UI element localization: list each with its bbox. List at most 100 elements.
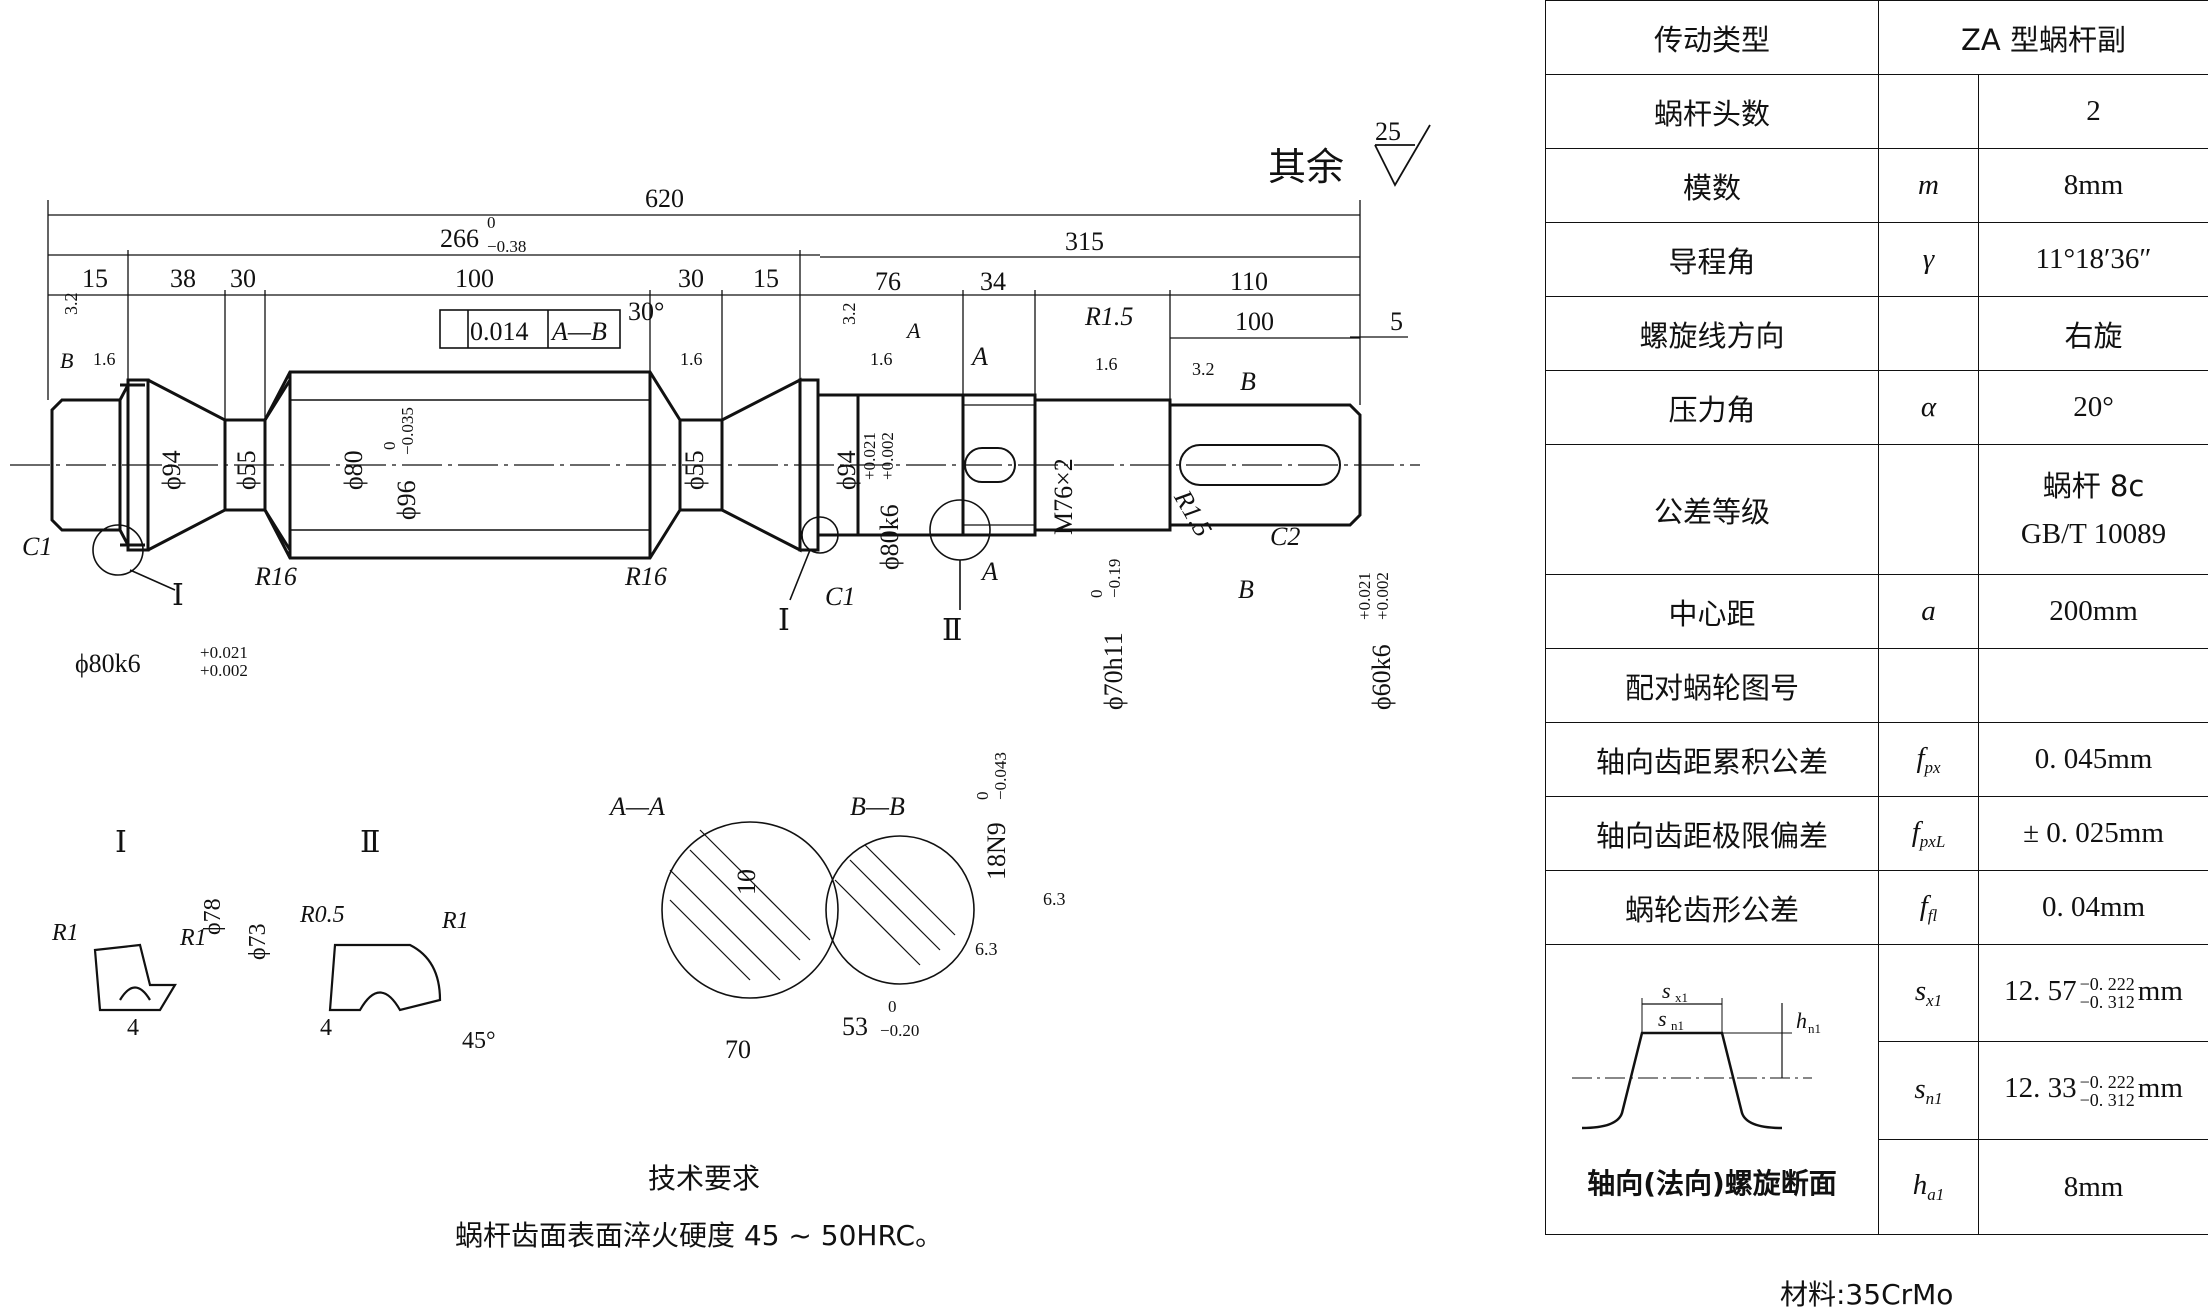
dim-phi80k6a: ϕ80k6 [75, 649, 141, 678]
row-value-ffl: 0. 04mm [1978, 870, 2208, 945]
chamfer-c2: C2 [1270, 522, 1300, 551]
dim-15b: 15 [753, 264, 779, 293]
fillet-r15a: R1.5 [1084, 302, 1133, 331]
row-symbol-module: m [1878, 148, 1979, 223]
sx1-unit: mm [2137, 974, 2183, 1007]
sn1-num: 12. 33 [2004, 1072, 2077, 1105]
requirements-title: 技术要求 [648, 1162, 760, 1195]
row-symbol-fpx: fpx [1878, 722, 1979, 797]
row-label-type: 传动类型 [1545, 0, 1879, 75]
sx1-lo: −0. 312 [2079, 992, 2135, 1013]
tolerance-frame [439, 309, 621, 349]
sn1-tol: −0. 222−0. 312 [2080, 1073, 2135, 1109]
chamfer-c1a: C1 [22, 532, 52, 561]
chamfer-c1b: C1 [825, 582, 855, 611]
profile-cell: s x1 s n1 h n1 轴向(法向)螺旋断面 [1545, 944, 1879, 1235]
row-value-module: 8mm [1978, 148, 2208, 223]
profile-caption: 轴向(法向)螺旋断面 [1587, 1166, 1837, 1200]
dim-34: 34 [980, 267, 1006, 296]
dim-phi60k6: ϕ60k6 [1367, 644, 1396, 710]
datum-a-label: A [905, 318, 921, 343]
section-r63a: 6.3 [1043, 889, 1066, 909]
sx1-num: 12. 57 [2004, 974, 2077, 1007]
tol-phi70-lo: −0.19 [1105, 559, 1124, 598]
sn1-unit: mm [2137, 1072, 2183, 1105]
row-value-fpxl: ± 0. 025mm [1978, 796, 2208, 871]
material-note: 材料:35CrMo [1780, 1278, 1954, 1311]
row-label-ffl: 蜗轮齿形公差 [1545, 870, 1879, 945]
tol-phi70-up: 0 [1087, 590, 1106, 599]
row-label-starts: 蜗杆头数 [1545, 74, 1879, 149]
roughness-32c: 3.2 [839, 303, 859, 326]
dim-315: 315 [1065, 227, 1104, 256]
row-value-starts: 2 [1978, 74, 2208, 149]
roughness-16b: 1.6 [680, 349, 703, 369]
dim-30b: 30 [678, 264, 704, 293]
ffl-sym: f [1919, 889, 1928, 922]
roughness-32a: 3.2 [61, 293, 81, 316]
tol-phi80b-lo: +0.002 [878, 432, 897, 480]
section-d10: 10 [732, 869, 761, 895]
fillet-r16a: R16 [254, 562, 297, 591]
thread-profile-diagram: s x1 s n1 h n1 [1572, 978, 1821, 1129]
section-n18-up: 0 [973, 792, 992, 801]
fpxl-sym: f [1911, 815, 1920, 848]
sn1-symbol: sn1 [1878, 1041, 1979, 1140]
section-aa-title: A—A [608, 792, 665, 821]
row-label-pressure-angle: 压力角 [1545, 370, 1879, 445]
sx1-up: −0. 222 [2079, 974, 2135, 995]
surface-note-roughness: 25 [1375, 117, 1401, 146]
row-symbol-pressure-angle: α [1878, 370, 1979, 445]
profile-hn1-sub: n1 [1808, 1021, 1821, 1036]
detail-r05: R0.5 [299, 902, 345, 928]
profile-hn1: h [1796, 1008, 1807, 1033]
roughness-16a: 1.6 [93, 349, 116, 369]
section-d53: 53 [842, 1012, 868, 1041]
section-hatching [669, 829, 956, 981]
angle-30: 30° [628, 297, 664, 326]
dim-phi96-tol: −0.035 [398, 407, 417, 455]
roughness-symbol-general [1374, 124, 1431, 187]
fpx-sub: px [1924, 757, 1941, 777]
detail-2-callout: Ⅱ [942, 614, 962, 647]
sn1-sym: s [1914, 1072, 1926, 1105]
section-d53-tol: −0.20 [880, 1021, 919, 1040]
dim-phi96-up: 0 [380, 442, 399, 451]
dim-phi55a: ϕ55 [232, 450, 261, 490]
section-bb-title: B—B [850, 792, 905, 821]
roughness-32b: 3.2 [1192, 359, 1215, 379]
row-symbol-center-distance: a [1878, 574, 1979, 649]
section-a-top: A [970, 342, 988, 371]
dim-5: 5 [1390, 307, 1403, 336]
requirements-text: 蜗杆齿面表面淬火硬度 45 ~ 50HRC。 [455, 1219, 943, 1252]
row-label-helix: 螺旋线方向 [1545, 296, 1879, 371]
datum-b-label: B [60, 348, 73, 373]
dim-266-up: 0 [487, 213, 496, 232]
detail-r1b: R1 [179, 925, 207, 951]
tol-phi80a-up: +0.021 [200, 643, 248, 662]
detail-1-title: Ⅰ [115, 826, 127, 859]
dim-76: 76 [875, 267, 901, 296]
profile-sx1-sub: x1 [1675, 990, 1688, 1005]
detail-r1c: R1 [441, 908, 469, 934]
dim-total: 620 [645, 184, 684, 213]
dim-phi55b: ϕ55 [680, 450, 709, 490]
sx1-tol: −0. 222−0. 312 [2080, 975, 2135, 1011]
profile-sx1: s [1662, 978, 1671, 1003]
dim-phi80: ϕ80 [339, 450, 368, 490]
grade-line2: GB/T 10089 [2020, 517, 2167, 550]
thread-m76: M76×2 [1049, 458, 1078, 535]
tolerance-value: 0.014 [470, 317, 529, 346]
dim-phi70h11: ϕ70h11 [1099, 632, 1128, 710]
detail-1b-callout: Ⅰ [778, 604, 790, 637]
tolerance-datum: A—B [550, 317, 607, 346]
row-value-helix: 右旋 [1978, 296, 2208, 371]
profile-sn1: s [1658, 1006, 1667, 1031]
section-n18: 18N9 [982, 822, 1011, 880]
tol-phi80a-lo: +0.002 [200, 661, 248, 680]
dim-phi94b: ϕ94 [832, 450, 861, 490]
row-value-pressure-angle: 20° [1978, 370, 2208, 445]
sn1-up: −0. 222 [2079, 1071, 2135, 1092]
